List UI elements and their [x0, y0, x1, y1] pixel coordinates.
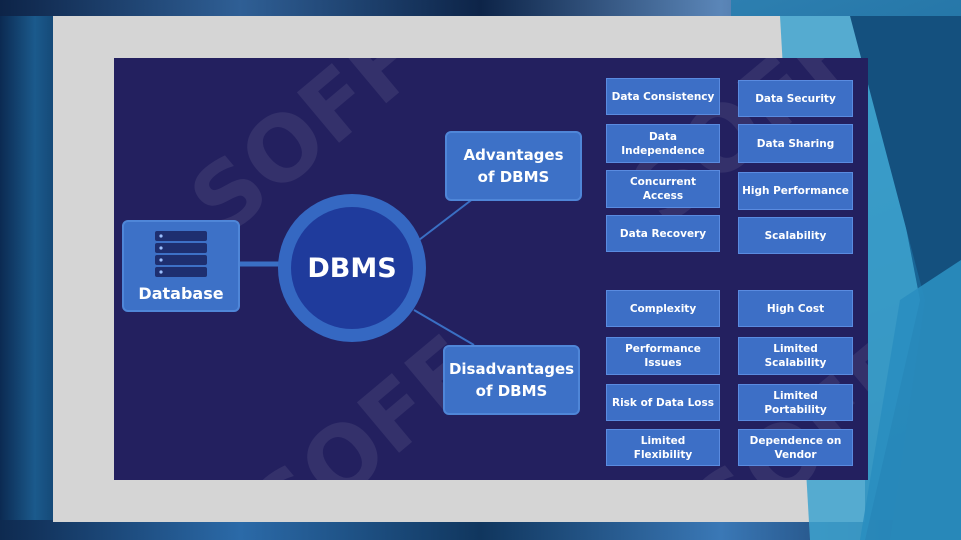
- background-bottom-strip: [0, 520, 961, 540]
- disadvantages-node: Disadvantages of DBMS: [443, 345, 580, 415]
- connector-lines: [239, 197, 475, 346]
- disadvantage-item: Limited Portability: [738, 384, 853, 421]
- advantage-item: Data Security: [738, 80, 853, 117]
- advantages-node: Advantages of DBMS: [445, 131, 582, 201]
- advantage-item: Scalability: [738, 217, 853, 254]
- disadvantage-item: Limited Flexibility: [606, 429, 720, 466]
- dbms-center: DBMS: [291, 207, 413, 329]
- advantage-item: High Performance: [738, 172, 853, 210]
- disadvantage-item: Dependence on Vendor: [738, 429, 853, 466]
- advantage-item: Concurrent Access: [606, 170, 720, 208]
- dbms-diagram: SOFF SOFF SOFF SOFF Database DBMS Advant…: [114, 58, 868, 480]
- database-node: Database: [122, 220, 240, 312]
- disadvantage-item: Risk of Data Loss: [606, 384, 720, 421]
- advantage-item: Data Independence: [606, 124, 720, 163]
- background-top-strip: [0, 0, 961, 16]
- database-label: Database: [138, 283, 224, 303]
- disadvantage-item: High Cost: [738, 290, 853, 327]
- disadvantage-item: Complexity: [606, 290, 720, 327]
- advantage-item: Data Sharing: [738, 124, 853, 163]
- advantage-item: Data Consistency: [606, 78, 720, 115]
- disadvantage-item: Limited Scalability: [738, 337, 853, 375]
- advantage-item: Data Recovery: [606, 215, 720, 252]
- server-icon: [155, 230, 207, 277]
- disadvantage-item: Performance Issues: [606, 337, 720, 375]
